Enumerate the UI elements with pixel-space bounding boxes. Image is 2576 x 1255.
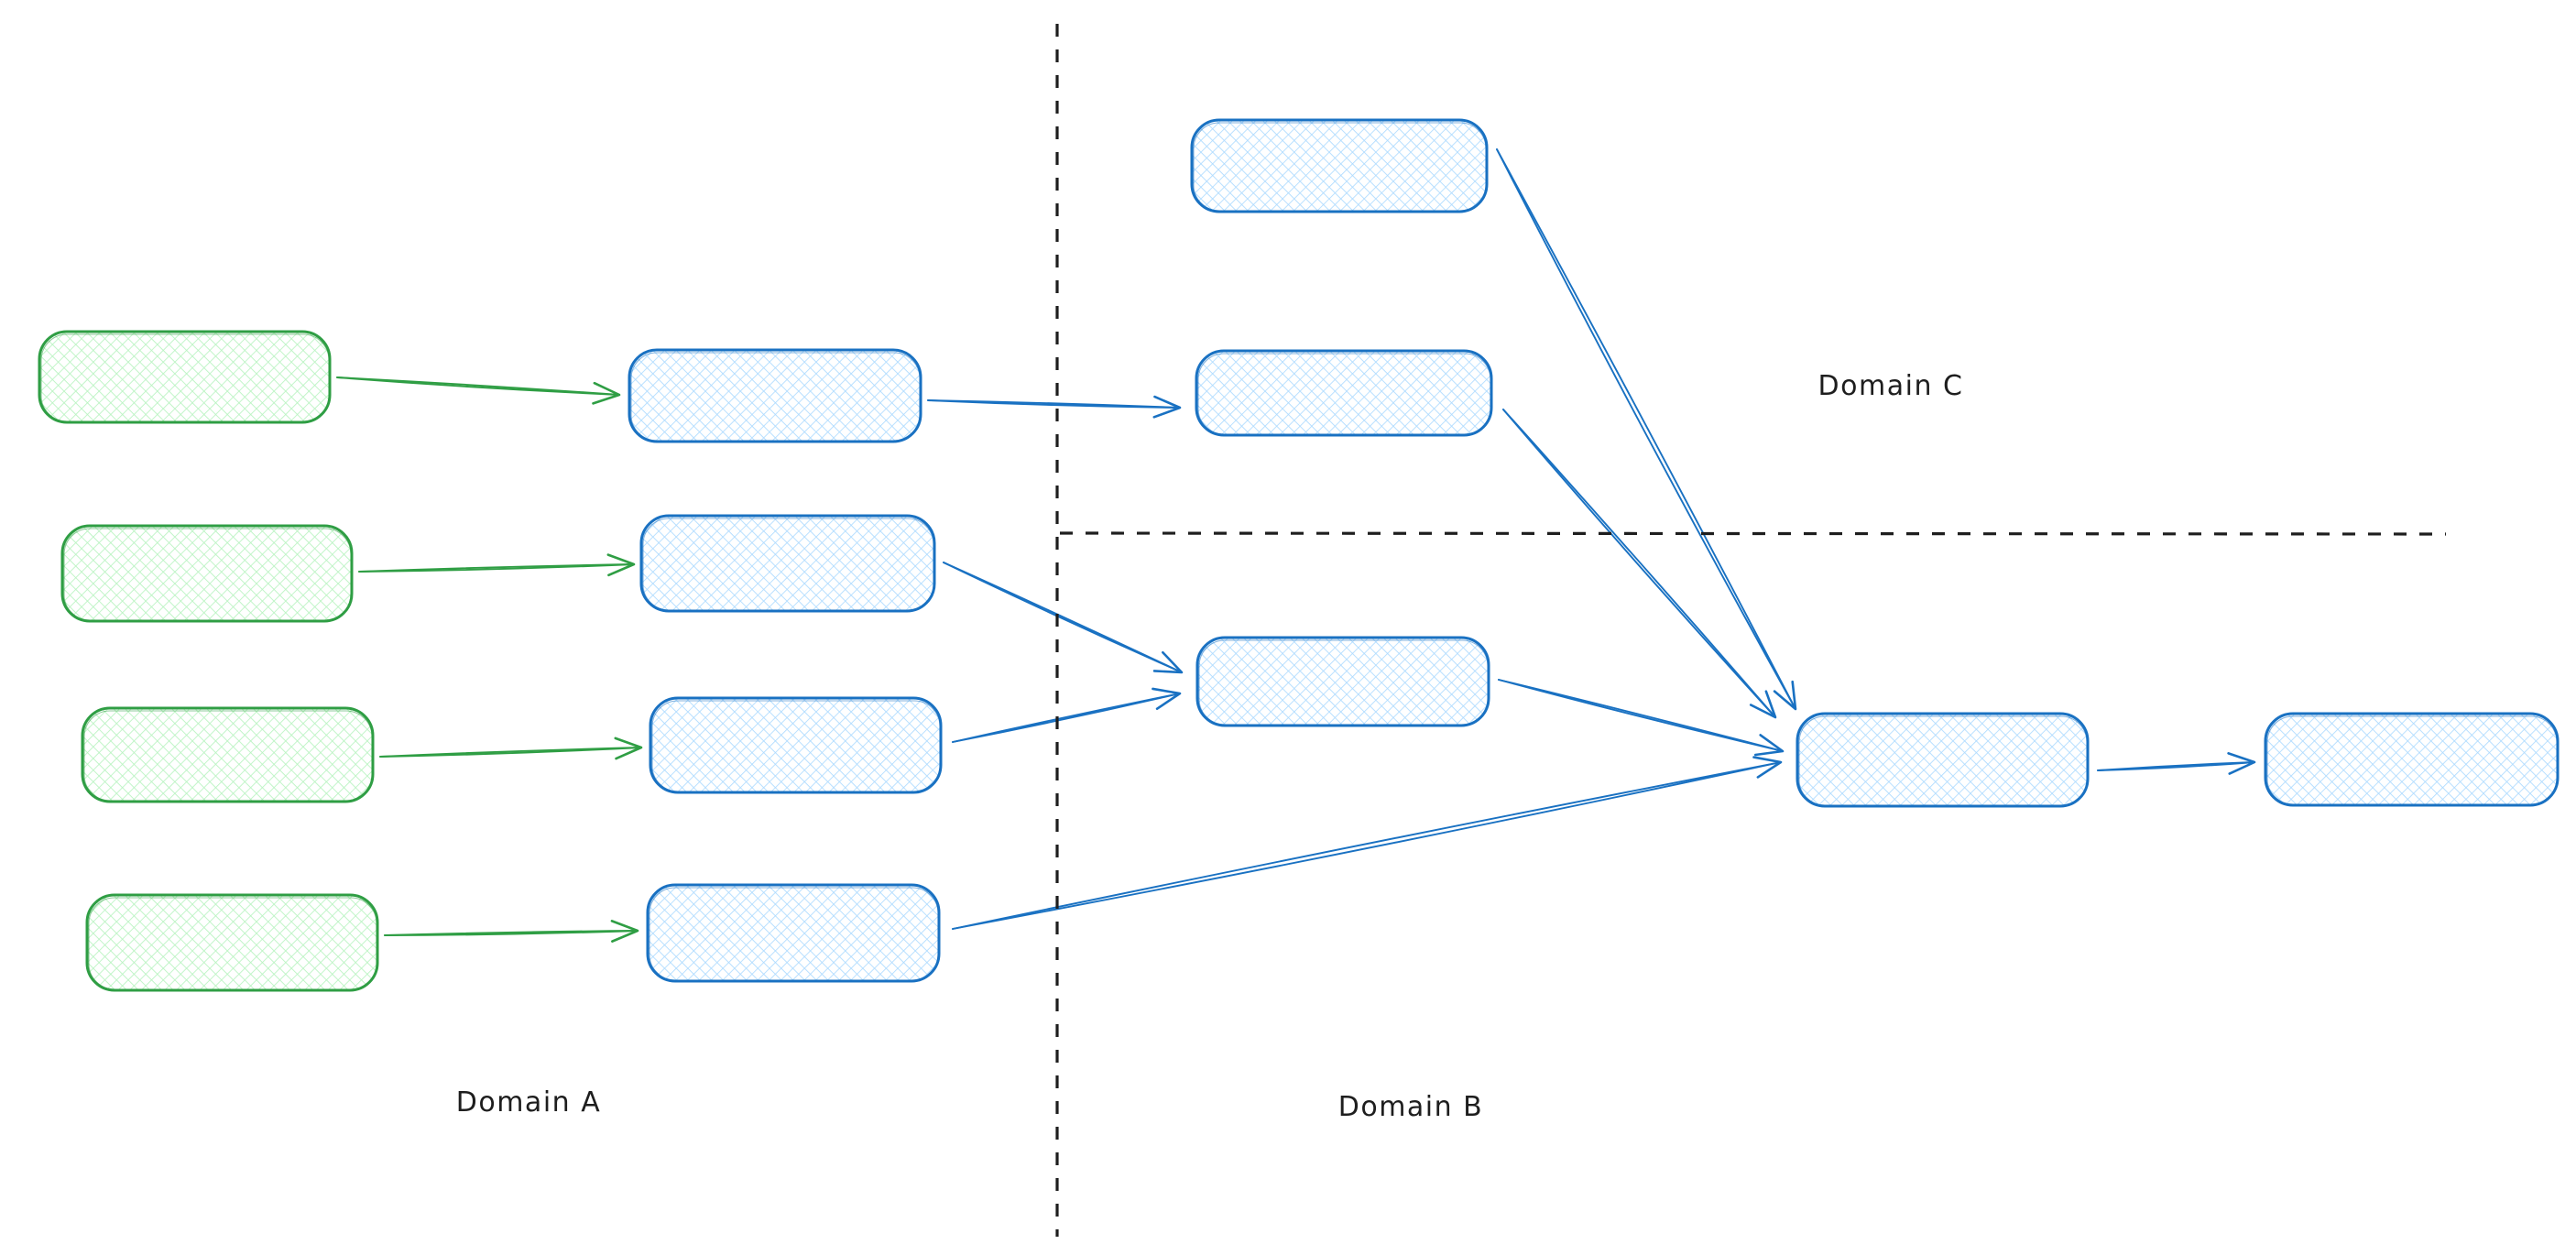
node-source-box-1 [38, 330, 332, 424]
node-source-box-4 [85, 893, 379, 992]
arrow-source3-to-process3 [379, 737, 643, 760]
arrow-process1-to-upper2 [927, 395, 1182, 419]
arrow-source2-to-process2 [358, 553, 636, 577]
node-source-box-2 [60, 524, 354, 623]
node-aggregator-box [1796, 712, 2090, 808]
arrow-upper1-to-aggregator [1496, 148, 1797, 711]
node-process-box-2 [639, 514, 936, 613]
arrow-process3-to-middle [952, 687, 1182, 743]
domain-c-label: Domain C [1818, 370, 1964, 402]
node-process-box-3 [649, 696, 943, 794]
arrow-middle-to-aggregator [1498, 679, 1785, 757]
arrow-process4-to-aggregator [952, 756, 1783, 930]
domain-a-label: Domain A [456, 1086, 601, 1119]
node-middle-box [1195, 636, 1490, 727]
arrow-source1-to-process1 [336, 376, 621, 405]
domain-b-label: Domain B [1338, 1091, 1484, 1123]
arrow-source4-to-process4 [384, 920, 639, 943]
node-upper-right-box-1 [1190, 118, 1489, 213]
arrow-process2-to-middle [943, 562, 1184, 674]
horizontal-divider [1059, 531, 2447, 536]
node-source-box-3 [81, 706, 375, 803]
arrow-aggregator-to-output [2097, 752, 2256, 775]
node-process-box-1 [628, 348, 922, 443]
node-process-box-4 [646, 883, 941, 983]
node-upper-right-box-2 [1195, 349, 1493, 437]
node-output-box [2264, 712, 2560, 807]
arrow-upper2-to-aggregator [1502, 409, 1777, 719]
